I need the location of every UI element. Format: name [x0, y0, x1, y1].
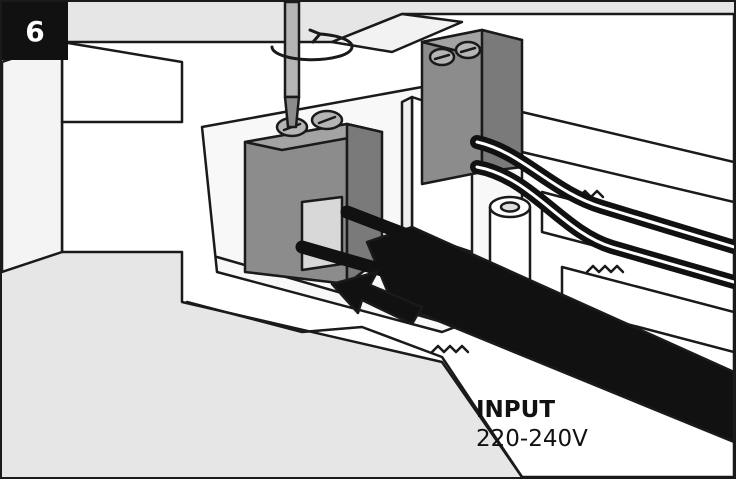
input-voltage: 220-240V: [476, 425, 588, 452]
housing-rear-ledge: [60, 40, 184, 124]
housing-top-ridge: [330, 12, 464, 54]
input-wire-upper: [340, 205, 419, 244]
standoff-hole: [499, 201, 521, 213]
step-number: 6: [25, 14, 45, 48]
step-number-badge: 6: [2, 2, 68, 60]
housing-left-face: [2, 40, 64, 274]
input-label: INPUT 220-240V: [476, 396, 588, 454]
insert-arrow-icon: [330, 270, 424, 326]
screwdriver-icon: [283, 2, 301, 129]
input-title: INPUT: [476, 397, 556, 423]
input-wire-lower: [295, 240, 389, 277]
divider-side: [400, 95, 414, 239]
front-lip: [185, 300, 524, 477]
rotate-clockwise-icon: [270, 28, 354, 62]
